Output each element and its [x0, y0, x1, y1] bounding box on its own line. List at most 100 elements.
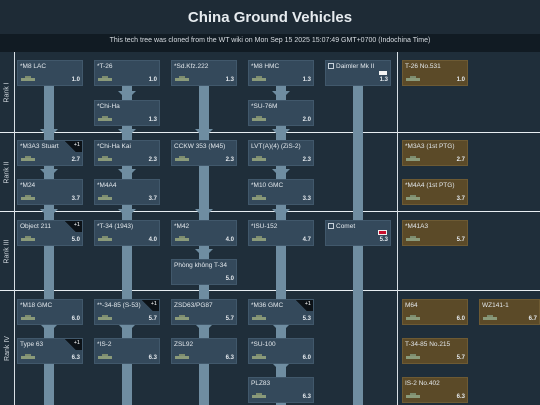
battle-rating: 1.3: [225, 77, 234, 83]
vehicle-card-plz83[interactable]: PLZ83 6.3: [248, 377, 314, 403]
vehicle-card-is-2[interactable]: *IS-2 6.3: [94, 338, 160, 364]
vehicle-card-su-100[interactable]: *SU-100 6.0: [248, 338, 314, 364]
vehicle-card-m3a3-stuart[interactable]: *M3A3 Stuart +1 2.7: [17, 140, 83, 166]
connector-arrow: [118, 169, 136, 178]
connector-arrow: [195, 209, 213, 218]
tank-icon: [175, 354, 189, 359]
vehicle-card-chi-ha[interactable]: *Chi-Ha 1.3: [94, 100, 160, 126]
connector-arrow: [118, 129, 136, 138]
connector-arrow: [40, 209, 58, 218]
vehicle-card-m36-gmc[interactable]: *M36 GMC +1 5.3: [248, 299, 314, 325]
vehicle-card-object-211[interactable]: Object 211 +1 5.0: [17, 220, 83, 246]
vehicle-card-chi-ha-kai[interactable]: *Chi-Ha Kai 2.3: [94, 140, 160, 166]
vehicle-card-is-2-no-402[interactable]: IS-2 No.402 6.3: [402, 377, 468, 403]
battle-rating: 1.3: [148, 117, 157, 123]
vehicle-card-phong-khong-t-34[interactable]: Phòng không T-34 5.0: [171, 259, 237, 285]
vehicle-card-m42[interactable]: *M42 4.0: [171, 220, 237, 246]
vehicle-card-m4a4[interactable]: *M4A4 3.7: [94, 179, 160, 205]
vehicle-name: *Chi-Ha Kai: [97, 143, 131, 150]
tank-icon: [21, 156, 35, 161]
vehicle-card-daimler-mk-ii[interactable]: Daimler Mk II 1.3: [325, 60, 391, 86]
vehicle-name: *Sd.Kfz.222: [174, 63, 209, 70]
battle-rating: 5.7: [456, 237, 465, 243]
battle-rating: 5.7: [225, 316, 234, 322]
tank-icon: [252, 315, 266, 320]
tank-icon: [252, 156, 266, 161]
rank-label-divider: [14, 52, 15, 405]
battle-rating: 6.3: [302, 394, 311, 400]
vehicle-card-m4a4-1st-ptg[interactable]: *M4A4 (1st PTG) 3.7: [402, 179, 468, 205]
battle-rating: 4.0: [148, 237, 157, 243]
battle-rating: 1.0: [71, 77, 80, 83]
battle-rating: 5.3: [302, 316, 311, 322]
vehicle-card-m41a3[interactable]: *M41A3 5.7: [402, 220, 468, 246]
vehicle-card-t-26-no-531[interactable]: T-26 No.531 1.0: [402, 60, 468, 86]
tank-icon: [252, 76, 266, 81]
vehicle-name: T-34-85 No.215: [405, 341, 451, 348]
vehicle-card-wz141-1[interactable]: WZ141-1 6.7: [479, 299, 540, 325]
vehicle-name: *M42: [174, 223, 190, 230]
tank-icon: [175, 315, 189, 320]
tank-icon: [98, 315, 112, 320]
connector-arrow: [40, 324, 58, 333]
tank-icon: [406, 236, 420, 241]
vehicle-card-zsd63-pg87[interactable]: ZSD63/PG87 5.7: [171, 299, 237, 325]
battle-rating: 6.0: [71, 316, 80, 322]
page-title: China Ground Vehicles: [187, 9, 353, 26]
battle-rating: 6.7: [528, 316, 537, 322]
tank-icon: [252, 116, 266, 121]
connector-arrow: [118, 324, 136, 333]
battle-rating: 1.0: [148, 77, 157, 83]
vehicle-name: Comet: [328, 223, 355, 230]
tank-icon: [406, 393, 420, 398]
vehicle-card-lvt-a-4[interactable]: LVT(A)(4) (ZiS-2) 2.3: [248, 140, 314, 166]
connector-arrow: [272, 91, 290, 100]
tank-icon: [98, 116, 112, 121]
vehicle-card-type-63[interactable]: Type 63 +1 6.3: [17, 338, 83, 364]
connector-arrow: [118, 209, 136, 218]
tank-icon: [21, 354, 35, 359]
battle-rating: 4.7: [302, 237, 311, 243]
vehicle-card-m8-hmc[interactable]: *M8 HMC 1.3: [248, 60, 314, 86]
battle-rating: 6.3: [225, 355, 234, 361]
vehicle-card-t-34-85-s-53[interactable]: **-34-85 (S-53) +1 5.7: [94, 299, 160, 325]
vehicle-card-su-76m[interactable]: *SU-76M 2.0: [248, 100, 314, 126]
connector-arrow: [272, 363, 290, 372]
tank-icon: [406, 76, 420, 81]
tank-icon: [21, 315, 35, 320]
rank-row-1: [0, 52, 540, 133]
rank-label-4: Rank IV: [3, 335, 11, 361]
folder-count-badge: +1: [64, 339, 82, 350]
folder-count-badge: +1: [295, 300, 313, 311]
vehicle-card-sdkfz-222[interactable]: *Sd.Kfz.222 1.3: [171, 60, 237, 86]
connector-arrow: [195, 324, 213, 333]
vehicle-name: *T-26: [97, 63, 113, 70]
vehicle-name: *T-34 (1943): [97, 223, 134, 230]
battle-rating: 4.0: [225, 237, 234, 243]
vehicle-card-m10-gmc[interactable]: *M10 GMC 3.3: [248, 179, 314, 205]
connector-arrow: [40, 129, 58, 138]
tank-icon: [98, 354, 112, 359]
battle-rating: 5.7: [456, 355, 465, 361]
battle-rating: 2.7: [456, 157, 465, 163]
vehicle-card-m8-lac[interactable]: *M8 LAC 1.0: [17, 60, 83, 86]
page-header: China Ground Vehicles: [0, 0, 540, 34]
tank-icon: [252, 393, 266, 398]
vehicle-card-t-26[interactable]: *T-26 1.0: [94, 60, 160, 86]
battle-rating: 3.7: [71, 196, 80, 202]
clone-notice: This tech tree was cloned from the WT wi…: [109, 37, 431, 44]
vehicle-card-isu-152[interactable]: *ISU-152 4.7: [248, 220, 314, 246]
vehicle-card-cckw-353[interactable]: CCKW 353 (M45) 2.3: [171, 140, 237, 166]
vehicle-card-comet[interactable]: Comet 5.3: [325, 220, 391, 246]
vehicle-card-m64[interactable]: M64 6.0: [402, 299, 468, 325]
vehicle-card-m18-gmc[interactable]: *M18 GMC 6.0: [17, 299, 83, 325]
vehicle-card-m24[interactable]: *M24 3.7: [17, 179, 83, 205]
battle-rating: 6.0: [302, 355, 311, 361]
vehicle-name: ZSD63/PG87: [174, 302, 213, 309]
vehicle-card-m3a3-1st-ptg[interactable]: *M3A3 (1st PTG) 2.7: [402, 140, 468, 166]
vehicle-card-t-34-1943[interactable]: *T-34 (1943) 4.0: [94, 220, 160, 246]
vehicle-name: *M4A4 (1st PTG): [405, 182, 455, 189]
vehicle-card-zsl92[interactable]: ZSL92 6.3: [171, 338, 237, 364]
vehicle-card-t-34-85-no-215[interactable]: T-34-85 No.215 5.7: [402, 338, 468, 364]
tank-icon: [406, 195, 420, 200]
